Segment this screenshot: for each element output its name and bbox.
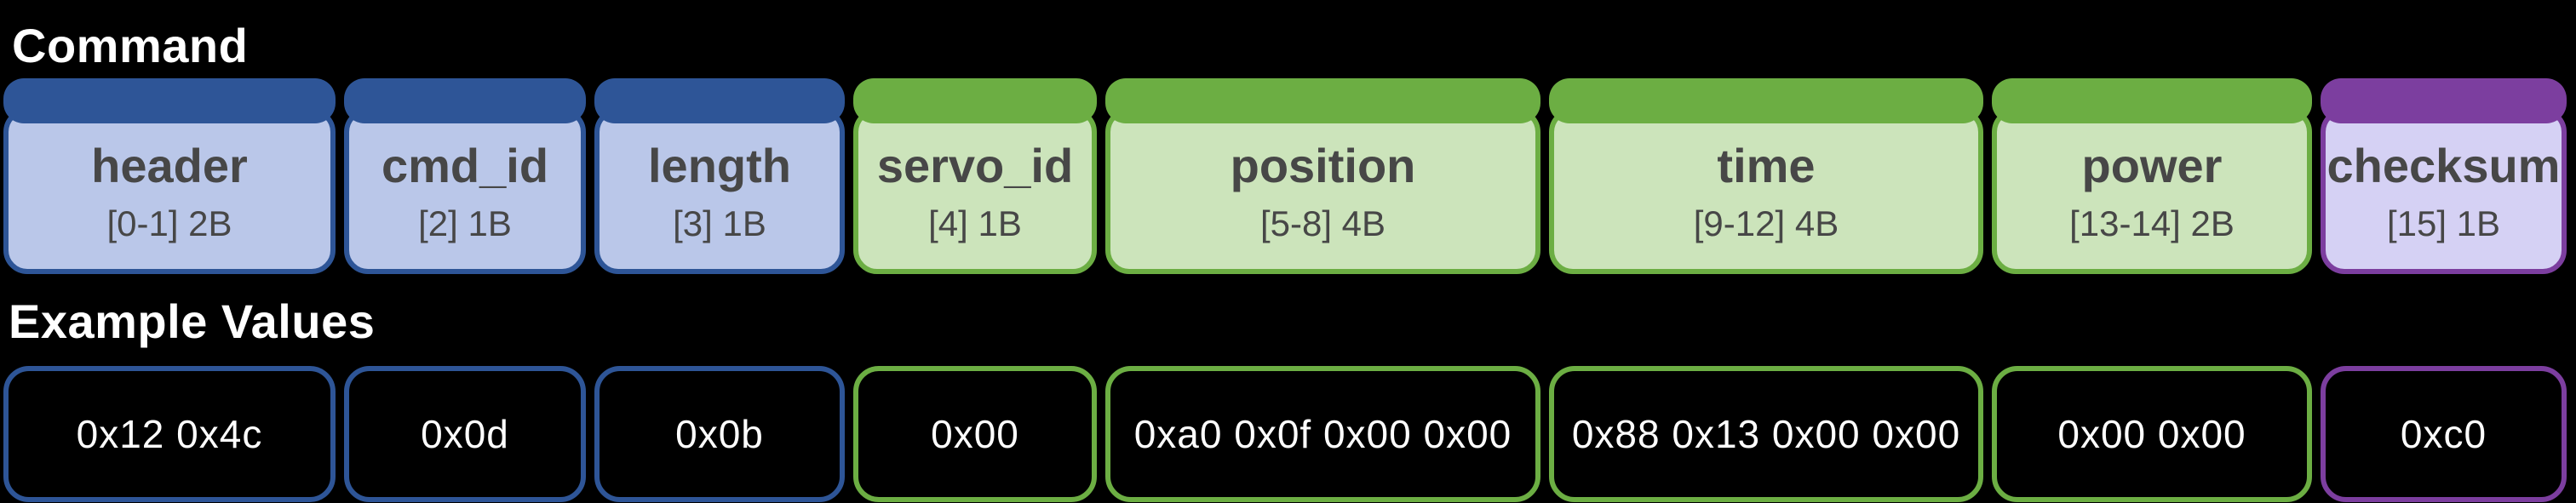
field-name-label: cmd_id (381, 139, 549, 193)
example-value-text: 0x0d (421, 412, 509, 456)
field-color-cap (1105, 78, 1540, 123)
field-byte-range-label: [0-1] 2B (106, 203, 232, 243)
field-color-cap (2321, 78, 2567, 123)
packet-field-time: time [9-12] 4B (1549, 78, 1983, 274)
example-value-text: 0x00 0x00 (2057, 412, 2246, 456)
packet-field-power: power [13-14] 2B (1992, 78, 2312, 274)
field-color-cap (344, 78, 586, 123)
example-values-row: 0x12 0x4c 0x0d 0x0b 0x00 0xa0 0x0f 0x00 0x00… (3, 366, 2567, 502)
field-name-label: checksum (2326, 139, 2561, 193)
example-value-box-power: 0x00 0x00 (1992, 366, 2312, 502)
field-byte-range-label: [3] 1B (673, 203, 766, 243)
field-byte-range-label: [9-12] 4B (1693, 203, 1839, 243)
packet-field-cmd_id: cmd_id [2] 1B (344, 78, 586, 274)
field-byte-range-label: [4] 1B (928, 203, 1022, 243)
field-color-cap (1992, 78, 2312, 123)
command-section-title: Command (12, 19, 249, 72)
field-name-label: header (91, 139, 248, 193)
field-body: servo_id [4] 1B (853, 108, 1097, 274)
packet-field-length: length [3] 1B (594, 78, 845, 274)
field-body: time [9-12] 4B (1549, 108, 1983, 274)
packet-field-servo_id: servo_id [4] 1B (853, 78, 1097, 274)
example-value-box-checksum: 0xc0 (2321, 366, 2567, 502)
example-values-section-title: Example Values (9, 294, 376, 348)
field-byte-range-label: [2] 1B (418, 203, 512, 243)
example-value-text: 0xa0 0x0f 0x00 0x00 (1133, 412, 1512, 456)
example-value-text: 0x12 0x4c (76, 412, 263, 456)
field-body: cmd_id [2] 1B (344, 108, 586, 274)
example-value-box-position: 0xa0 0x0f 0x00 0x00 (1105, 366, 1540, 502)
field-byte-range-label: [13-14] 2B (2069, 203, 2235, 243)
field-color-cap (3, 78, 336, 123)
field-name-label: position (1230, 139, 1416, 193)
field-color-cap (1549, 78, 1983, 123)
field-body: power [13-14] 2B (1992, 108, 2312, 274)
field-name-label: length (648, 139, 791, 193)
field-body: position [5-8] 4B (1105, 108, 1540, 274)
field-color-cap (853, 78, 1097, 123)
field-body: header [0-1] 2B (3, 108, 336, 274)
example-value-text: 0xc0 (2400, 412, 2487, 456)
field-name-label: time (1717, 139, 1816, 193)
example-value-text: 0x0b (675, 412, 764, 456)
example-value-text: 0x00 (931, 412, 1019, 456)
example-value-box-time: 0x88 0x13 0x00 0x00 (1549, 366, 1983, 502)
diagram-content: Command header [0-1] 2B cmd_id [2] 1B length… (3, 0, 2567, 502)
example-value-text: 0x88 0x13 0x00 0x00 (1571, 412, 1961, 456)
field-name-label: servo_id (876, 139, 1074, 193)
field-body: length [3] 1B (594, 108, 845, 274)
packet-field-header: header [0-1] 2B (3, 78, 336, 274)
example-value-box-length: 0x0b (594, 366, 845, 502)
field-name-label: power (2081, 139, 2223, 193)
example-value-box-cmd_id: 0x0d (344, 366, 586, 502)
field-byte-range-label: [15] 1B (2386, 203, 2501, 243)
example-value-box-header: 0x12 0x4c (3, 366, 336, 502)
field-byte-range-label: [5-8] 4B (1259, 203, 1386, 243)
field-blocks-row: header [0-1] 2B cmd_id [2] 1B length [3] 1B se… (3, 78, 2567, 274)
example-value-box-servo_id: 0x00 (853, 366, 1097, 502)
field-body: checksum [15] 1B (2321, 108, 2567, 274)
packet-field-position: position [5-8] 4B (1105, 78, 1540, 274)
field-color-cap (594, 78, 845, 123)
packet-field-checksum: checksum [15] 1B (2321, 78, 2567, 274)
